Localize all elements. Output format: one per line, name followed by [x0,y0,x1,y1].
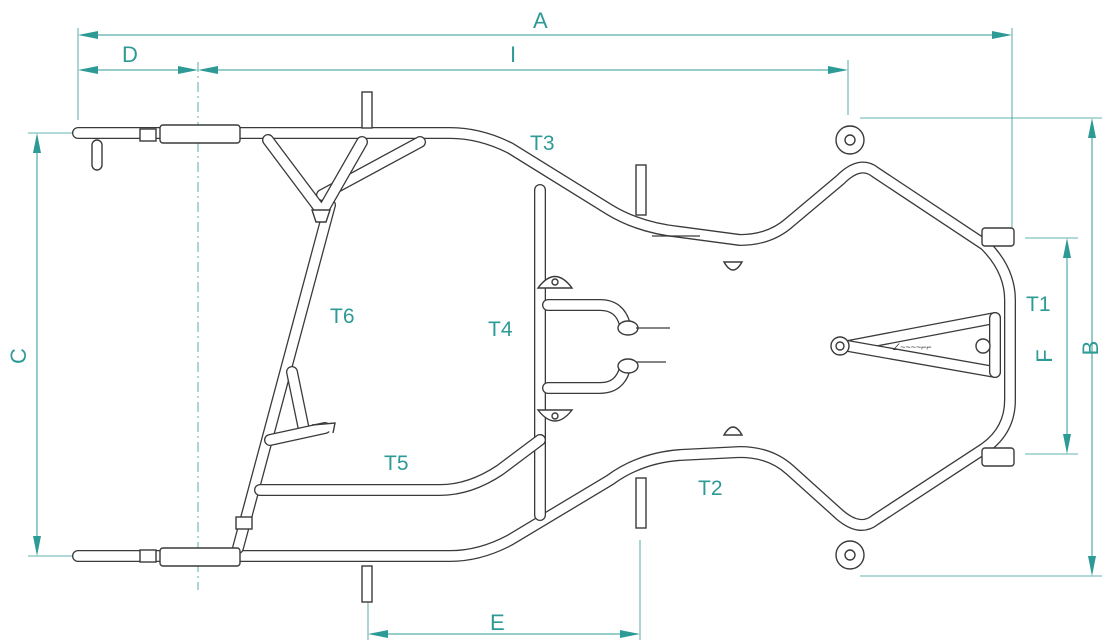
label-f: F [1032,349,1057,362]
dimension-labels: A D I C B F E [6,8,1103,635]
label-d: D [122,42,138,67]
dimension-lines [28,28,1102,640]
label-t1: T1 [1026,293,1051,316]
frame-parts [91,91,1015,603]
label-t6: T6 [330,305,355,328]
frame-brand-logo: ∠~~~~⌐⌐ [892,342,932,352]
label-b: B [1078,341,1103,356]
tube-labels: T1 T2 T3 T4 T5 T6 [330,132,1051,500]
label-t3: T3 [530,132,555,155]
label-c: C [6,348,31,364]
label-i: I [510,42,516,67]
label-t2: T2 [698,477,723,500]
label-t4: T4 [488,318,513,341]
label-t5: T5 [384,452,409,475]
frame-tubes [72,127,1016,562]
label-a: A [533,8,548,33]
label-e: E [490,610,505,635]
